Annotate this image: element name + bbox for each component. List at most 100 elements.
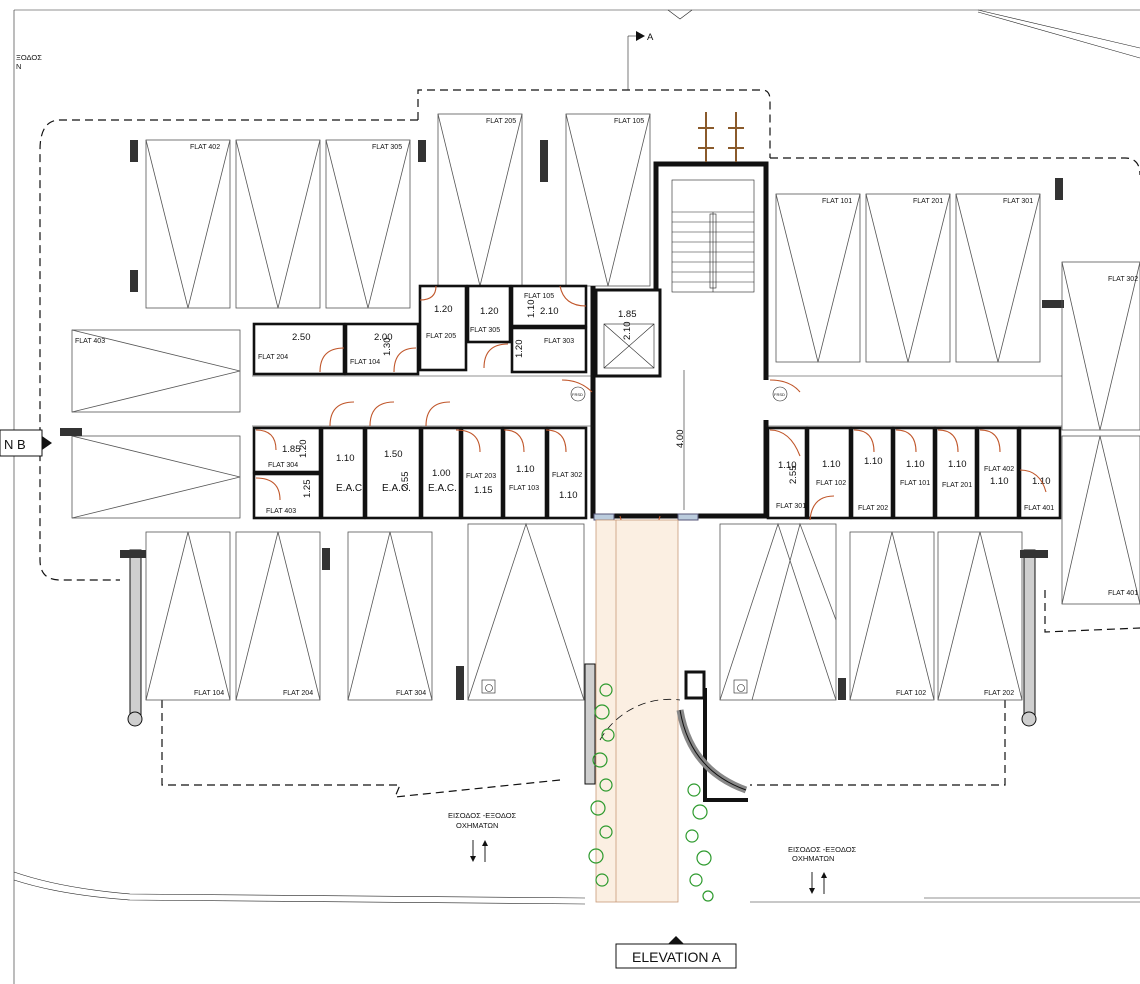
- store-dim: 1.10: [516, 464, 535, 475]
- accessible-parking-icon: [481, 679, 496, 694]
- storage-block-upper-left: FLAT 204 2.50 FLAT 104 2.00 1.30: [252, 322, 420, 376]
- store-name: FLAT 202: [858, 505, 888, 512]
- vehicle-entrance-right: ΕΙΣΟΔΟΣ -ΕΞΟΔΟΣ ΟΧΗΜΑΤΩΝ: [788, 845, 857, 894]
- store-name: FLAT 403: [266, 508, 296, 515]
- corridor-width: 4.00: [675, 430, 686, 449]
- bay-label: FLAT 302: [1108, 276, 1138, 283]
- parking-bays-right: FLAT 302 FLAT 401: [1061, 261, 1140, 605]
- bay-label: FLAT 101: [822, 198, 852, 205]
- store-dim: 1.10: [864, 456, 883, 467]
- eac-rooms: 1.10 E.A.C. 1.50 2.55 E.A.C. 1.00 E.A.C.: [320, 426, 462, 520]
- staircase: [672, 211, 754, 292]
- eac-dim: 1.10: [336, 453, 355, 464]
- bay-label: FLAT 304: [396, 690, 426, 697]
- store-name: FLAT 305: [470, 327, 500, 334]
- store-dim: 1.10: [948, 459, 967, 470]
- accessible-parking-icon: [733, 679, 748, 694]
- eac-label: E.A.C.: [428, 483, 457, 494]
- store-dim: 1.20: [480, 306, 499, 317]
- entrance-walkway: [584, 519, 748, 903]
- store-dim: 1.85: [282, 444, 301, 455]
- store-dim: 1.10: [822, 459, 841, 470]
- section-b-marker: N B: [0, 429, 52, 457]
- vehicle-entrance-line2: ΟΧΗΜΑΤΩΝ: [792, 854, 834, 863]
- store-name: FLAT 204: [258, 354, 288, 361]
- section-b-label: N B: [4, 437, 26, 452]
- fire-door: FRSD: [561, 379, 593, 402]
- bay-label: FLAT 104: [194, 690, 224, 697]
- store-name: FLAT 105: [524, 293, 554, 300]
- store-name: FLAT 101: [900, 480, 930, 487]
- wing-walls: [120, 549, 1048, 727]
- bay-label: FLAT 402: [190, 144, 220, 151]
- lift-width: 1.85: [618, 309, 637, 320]
- bay-label: FLAT 102: [896, 690, 926, 697]
- traffic-arrows-icon: [470, 840, 488, 862]
- store-dim: 2.50: [292, 332, 311, 343]
- bay-label: FLAT 205: [486, 118, 516, 125]
- store-dim: 1.30: [382, 338, 393, 357]
- parking-bays-bottom: FLAT 104 FLAT 204 FLAT 304 FLAT 102 FLAT…: [145, 522, 1023, 701]
- store-name: FLAT 301: [776, 503, 806, 510]
- bay-label: FLAT 202: [984, 690, 1014, 697]
- parking-bays-top-center: FLAT 205 FLAT 105: [437, 113, 651, 287]
- section-a-label-top: A: [647, 32, 654, 43]
- eac-dim: 1.00: [432, 468, 451, 479]
- store-name: FLAT 205: [426, 333, 456, 340]
- parking-bays-left: FLAT 403: [60, 329, 241, 519]
- store-dim: 1.10: [778, 460, 797, 471]
- landscaping: [588, 683, 714, 902]
- storage-block-upper-middle: FLAT 205 1.20 FLAT 305 1.20 FLAT 105 2.1…: [418, 284, 588, 374]
- corridor-walls: [252, 375, 1062, 427]
- vehicle-entrance-line1: ΕΙΣΟΔΟΣ -ΕΞΟΔΟΣ: [788, 845, 857, 854]
- store-dim: 1.20: [514, 340, 525, 359]
- store-dim: 2.55: [788, 466, 799, 485]
- store-name: FLAT 303: [544, 338, 574, 345]
- bicycle-rack-icon: [698, 112, 744, 162]
- bay-label: FLAT 301: [1003, 198, 1033, 205]
- fire-door-label: FRSD: [572, 392, 583, 397]
- store-dim: 1.10: [559, 490, 578, 501]
- store-name: FLAT 304: [268, 462, 298, 469]
- eac-dim: 1.50: [384, 449, 403, 460]
- store-name: FLAT 401: [1024, 505, 1054, 512]
- lift-height: 2.10: [622, 322, 633, 341]
- bay-label: FLAT 403: [75, 338, 105, 345]
- bay-label: FLAT 105: [614, 118, 644, 125]
- storage-block-lower-middle: FLAT 203 1.15 FLAT 103 1.10 FLAT 302 1.1…: [455, 426, 588, 520]
- bay-label: FLAT 401: [1108, 590, 1138, 597]
- central-core: 1.85 2.10 4.00 FRSD FRSD: [561, 161, 801, 545]
- store-dim: 1.10: [990, 476, 1009, 487]
- parking-bays-top-left: FLAT 402 FLAT 305: [130, 139, 426, 309]
- bay-label: FLAT 201: [913, 198, 943, 205]
- top-left-note-line1: ΞΟΔΟΣ: [16, 53, 42, 62]
- fire-door-label: FRSD: [774, 392, 785, 397]
- eac-dim: 2.55: [400, 472, 411, 491]
- store-dim: 1.25: [302, 480, 313, 499]
- store-name: FLAT 402: [984, 466, 1014, 473]
- store-dim: 1.10: [906, 459, 925, 470]
- eac-label: E.A.C.: [336, 483, 365, 494]
- vehicle-entrance-line2: ΟΧΗΜΑΤΩΝ: [456, 821, 498, 830]
- traffic-arrows-icon: [809, 872, 827, 894]
- bay-label: FLAT 204: [283, 690, 313, 697]
- site-boundary: [13, 9, 1140, 984]
- vehicle-entrance-left: ΕΙΣΟΔΟΣ -ΕΞΟΔΟΣ ΟΧΗΜΑΤΩΝ: [448, 811, 517, 862]
- lift-shaft: 1.85 2.10: [594, 288, 662, 378]
- store-name: FLAT 103: [509, 485, 539, 492]
- store-dim: 2.10: [540, 306, 559, 317]
- bay-label: FLAT 305: [372, 144, 402, 151]
- store-dim: 1.10: [526, 300, 537, 319]
- storage-block-lower-right: FLAT 301 1.10 2.55 FLAT 102 1.10 FLAT 20…: [766, 426, 1062, 521]
- store-dim: 2.00: [374, 332, 393, 343]
- fire-door: FRSD: [769, 379, 801, 402]
- parking-bays-top-right: FLAT 101 FLAT 201 FLAT 301: [775, 178, 1064, 363]
- store-name: FLAT 201: [942, 482, 972, 489]
- store-dim: 1.20: [298, 440, 309, 459]
- elevation-text: ELEVATION A: [632, 949, 722, 965]
- store-name: FLAT 203: [466, 473, 496, 480]
- store-dim: 1.20: [434, 304, 453, 315]
- elevation-label: ELEVATION A: [615, 936, 737, 969]
- store-dim: 1.15: [474, 485, 493, 496]
